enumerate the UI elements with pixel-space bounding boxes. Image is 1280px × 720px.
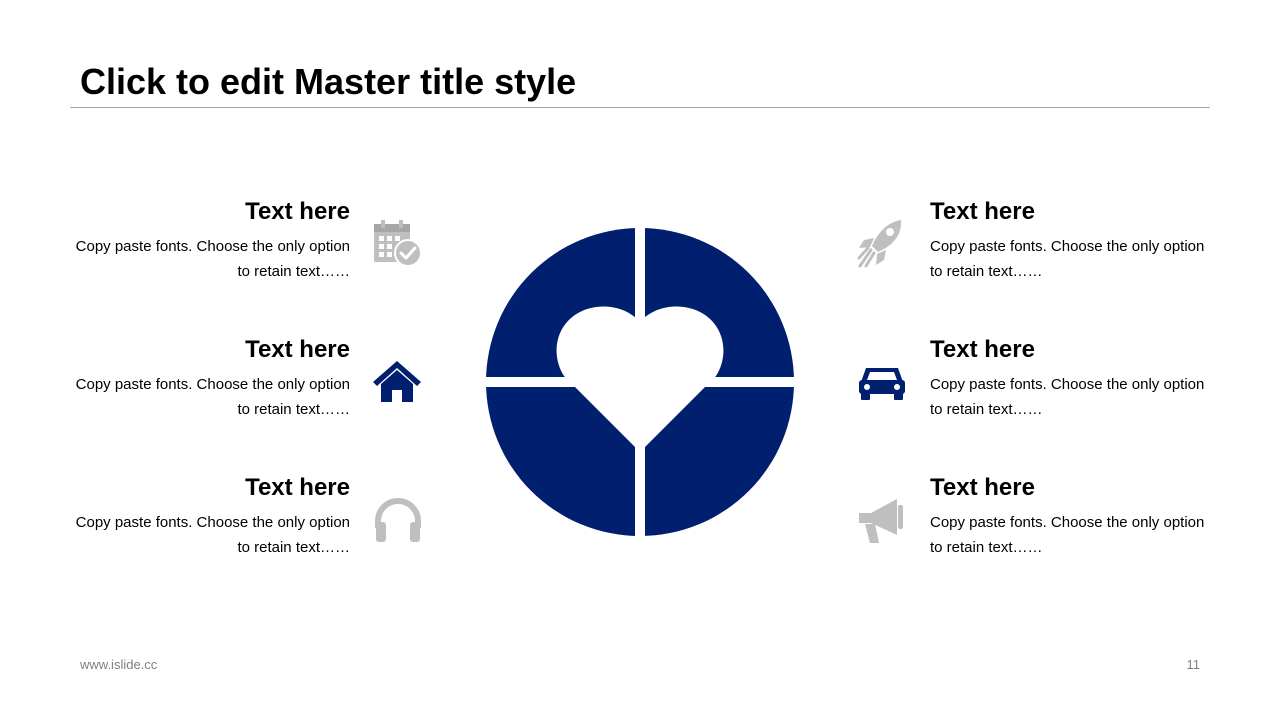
page-number: 11: [1186, 657, 1201, 672]
headphones-icon: [373, 496, 423, 546]
block-body-line: to retain text……: [930, 263, 1043, 280]
block-body-line: Copy paste fonts. Choose the only option: [930, 376, 1205, 393]
text-block-left-3[interactable]: Text here Copy paste fonts. Choose the o…: [60, 473, 350, 560]
block-body-line: to retain text……: [237, 539, 350, 556]
block-body-line: Copy paste fonts. Choose the only option: [75, 238, 350, 255]
block-heading: Text here: [245, 474, 350, 501]
text-block-right-3[interactable]: Text here Copy paste fonts. Choose the o…: [930, 473, 1220, 560]
car-icon: [857, 358, 907, 408]
block-body-line: Copy paste fonts. Choose the only option: [75, 376, 350, 393]
heart-circle-graphic: [480, 222, 800, 542]
slide-title[interactable]: Click to edit Master title style: [80, 61, 577, 102]
block-heading: Text here: [245, 336, 350, 363]
block-body-line: to retain text……: [237, 401, 350, 418]
block-body: Copy paste fonts. Choose the only option…: [930, 510, 1220, 560]
block-body-line: to retain text……: [237, 263, 350, 280]
title-divider: [70, 107, 1210, 108]
text-block-left-1[interactable]: Text here Copy paste fonts. Choose the o…: [60, 197, 350, 284]
home-icon: [372, 358, 422, 408]
footer-url[interactable]: www.islide.cc: [80, 657, 158, 672]
block-body-line: Copy paste fonts. Choose the only option: [930, 238, 1205, 255]
block-heading: Text here: [930, 198, 1035, 225]
block-body-line: Copy paste fonts. Choose the only option: [75, 514, 350, 531]
block-heading: Text here: [930, 474, 1035, 501]
calendar-check-icon: [372, 220, 422, 270]
text-block-right-2[interactable]: Text here Copy paste fonts. Choose the o…: [930, 335, 1220, 422]
heart-icon: [486, 228, 794, 536]
block-body: Copy paste fonts. Choose the only option…: [930, 372, 1220, 422]
block-heading: Text here: [930, 336, 1035, 363]
megaphone-icon: [857, 495, 907, 545]
rocket-icon: [856, 218, 906, 268]
text-block-right-1[interactable]: Text here Copy paste fonts. Choose the o…: [930, 197, 1220, 284]
block-heading: Text here: [245, 198, 350, 225]
block-body: Copy paste fonts. Choose the only option…: [60, 372, 350, 422]
block-body-line: to retain text……: [930, 539, 1043, 556]
block-body: Copy paste fonts. Choose the only option…: [60, 510, 350, 560]
block-body-line: to retain text……: [930, 401, 1043, 418]
block-body-line: Copy paste fonts. Choose the only option: [930, 514, 1205, 531]
block-body: Copy paste fonts. Choose the only option…: [930, 234, 1220, 284]
block-body: Copy paste fonts. Choose the only option…: [60, 234, 350, 284]
text-block-left-2[interactable]: Text here Copy paste fonts. Choose the o…: [60, 335, 350, 422]
